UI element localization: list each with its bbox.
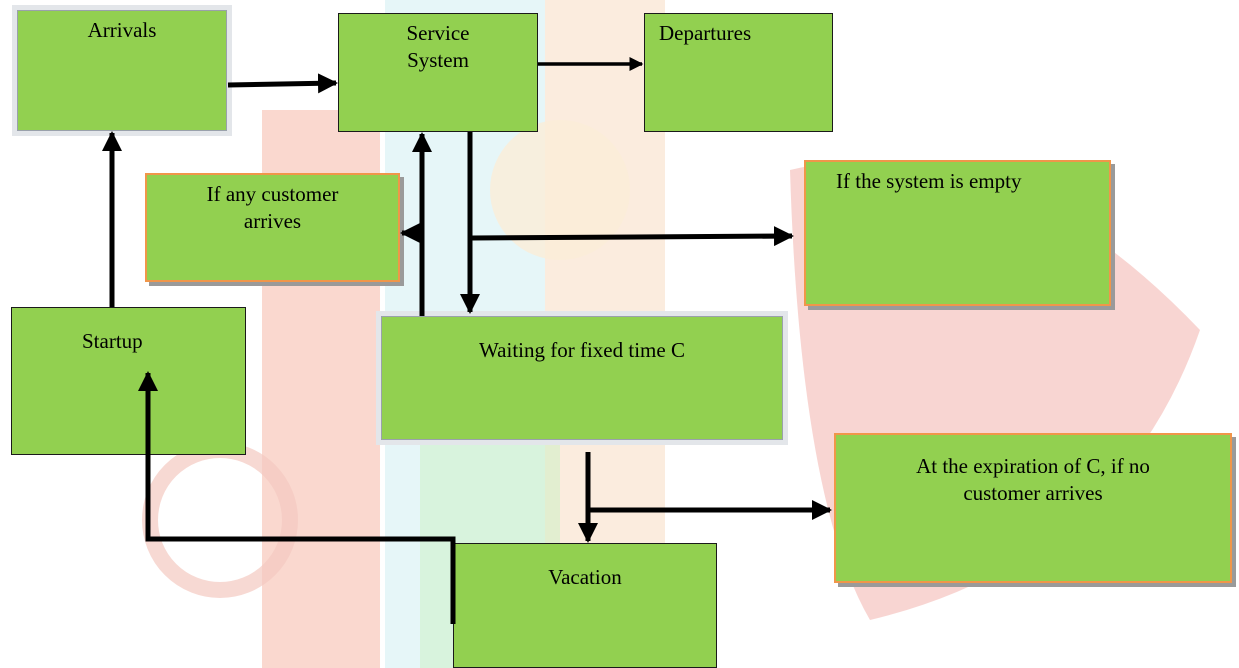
node-waiting: Waiting for fixed time C bbox=[376, 311, 788, 445]
node-arrivals-label: Arrivals bbox=[87, 18, 157, 42]
node-if-customer-arrives-label: If any customer arrives bbox=[206, 182, 339, 234]
node-vacation-label: Vacation bbox=[548, 565, 622, 589]
node-arrivals: Arrivals bbox=[12, 5, 232, 136]
node-service-system: Service System bbox=[338, 13, 538, 132]
node-if-system-empty-label: If the system is empty bbox=[836, 169, 1022, 193]
node-service-system-label: Service System bbox=[406, 21, 470, 73]
node-expiration-label: At the expiration of C, if no customer a… bbox=[916, 454, 1150, 506]
node-if-system-empty: If the system is empty bbox=[804, 160, 1111, 306]
node-vacation: Vacation bbox=[453, 543, 717, 668]
node-if-customer-arrives: If any customer arrives bbox=[145, 173, 400, 282]
node-expiration: At the expiration of C, if no customer a… bbox=[834, 433, 1232, 583]
node-startup-label: Startup bbox=[82, 329, 143, 353]
node-departures-label: Departures bbox=[659, 21, 752, 45]
node-startup: Startup bbox=[11, 307, 246, 455]
node-waiting-label: Waiting for fixed time C bbox=[479, 338, 685, 362]
node-departures: Departures bbox=[644, 13, 833, 132]
